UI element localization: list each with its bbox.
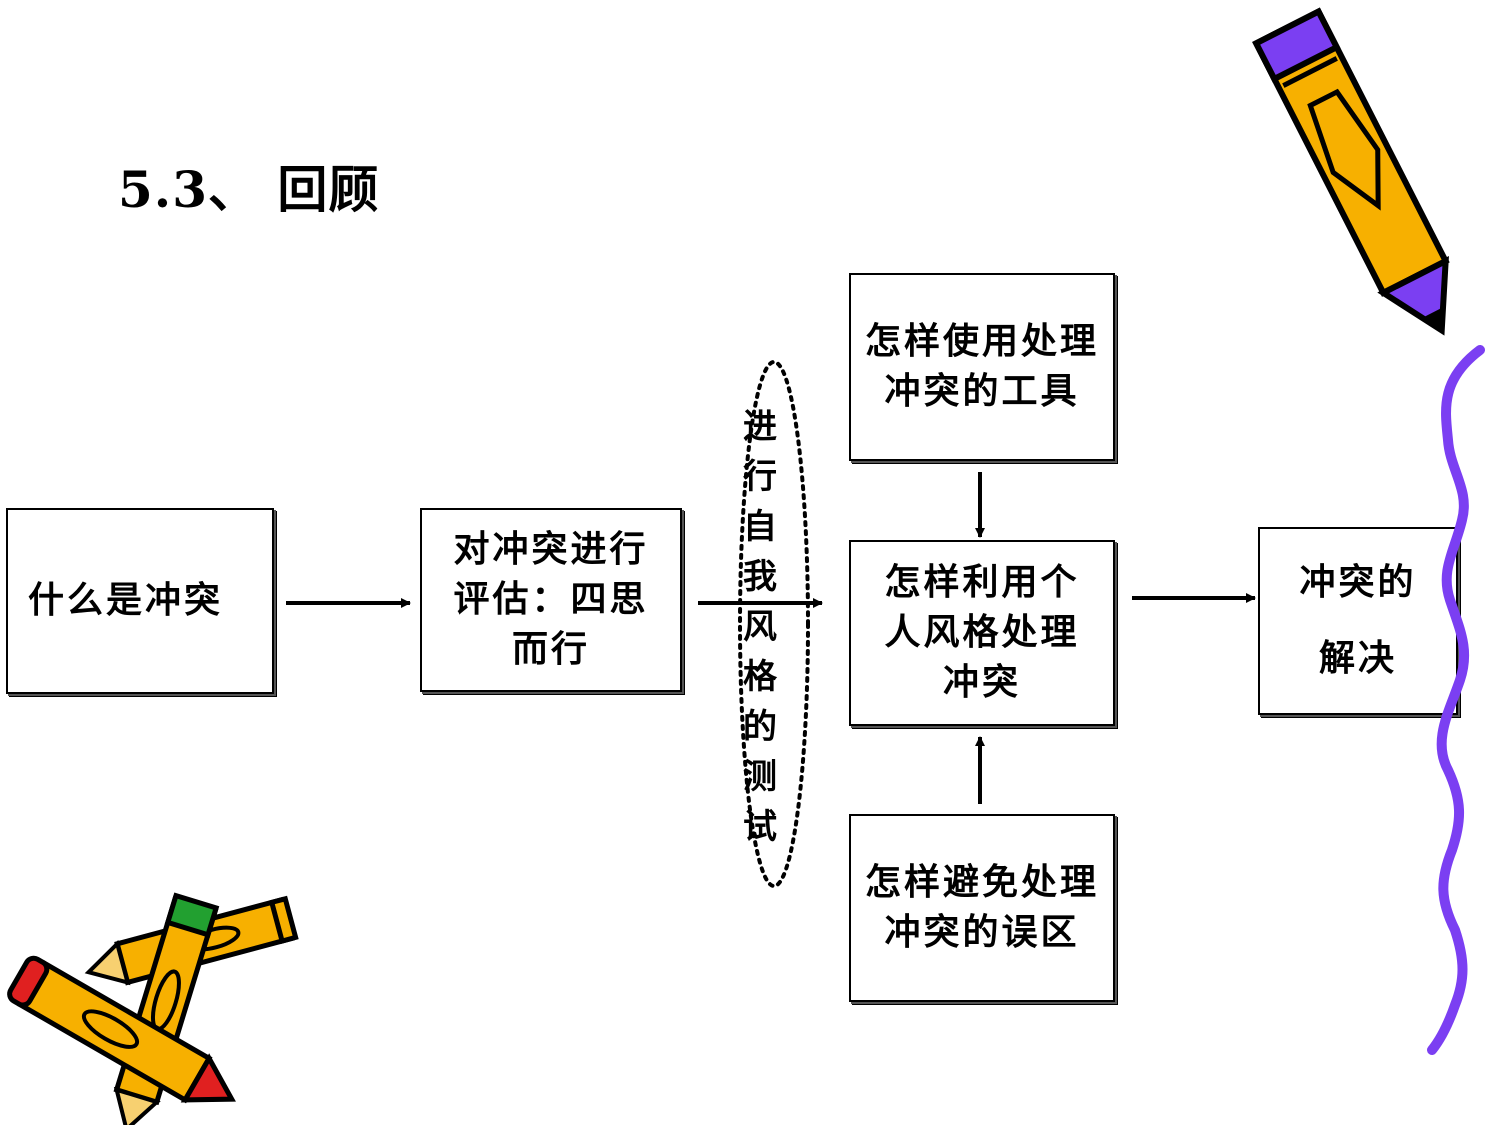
crossed-pencils-icon bbox=[7, 892, 299, 1125]
wavy-line bbox=[1427, 345, 1485, 1055]
node-conflict-resolution-label: 冲突的 解决 bbox=[1299, 562, 1417, 679]
node-conflict-tools: 怎样使用处理 冲突的工具 bbox=[849, 273, 1115, 461]
node-evaluate-conflict: 对冲突进行 评估：四思 而行 bbox=[420, 508, 682, 692]
self-test-ellipse bbox=[738, 360, 810, 888]
node-avoid-pitfalls-label: 怎样避免处理 冲突的误区 bbox=[864, 862, 1099, 953]
node-personal-style: 怎样利用个 人风格处理 冲突 bbox=[849, 540, 1115, 726]
page-title: 5.3、 回顾 bbox=[118, 160, 380, 219]
node-personal-style-label: 怎样利用个 人风格处理 冲突 bbox=[884, 562, 1080, 703]
node-what-is-conflict: 什么是冲突 bbox=[6, 508, 274, 694]
node-avoid-pitfalls: 怎样避免处理 冲突的误区 bbox=[849, 814, 1115, 1002]
node-conflict-resolution: 冲突的 解决 bbox=[1258, 527, 1458, 715]
self-test-label: 进行自我风格的测试 bbox=[743, 407, 777, 847]
node-what-is-conflict-label: 什么是冲突 bbox=[28, 580, 224, 621]
node-conflict-tools-label: 怎样使用处理 冲突的工具 bbox=[864, 321, 1099, 412]
node-evaluate-conflict-label: 对冲突进行 评估：四思 而行 bbox=[453, 529, 649, 670]
pencil-icon bbox=[1252, 7, 1450, 336]
